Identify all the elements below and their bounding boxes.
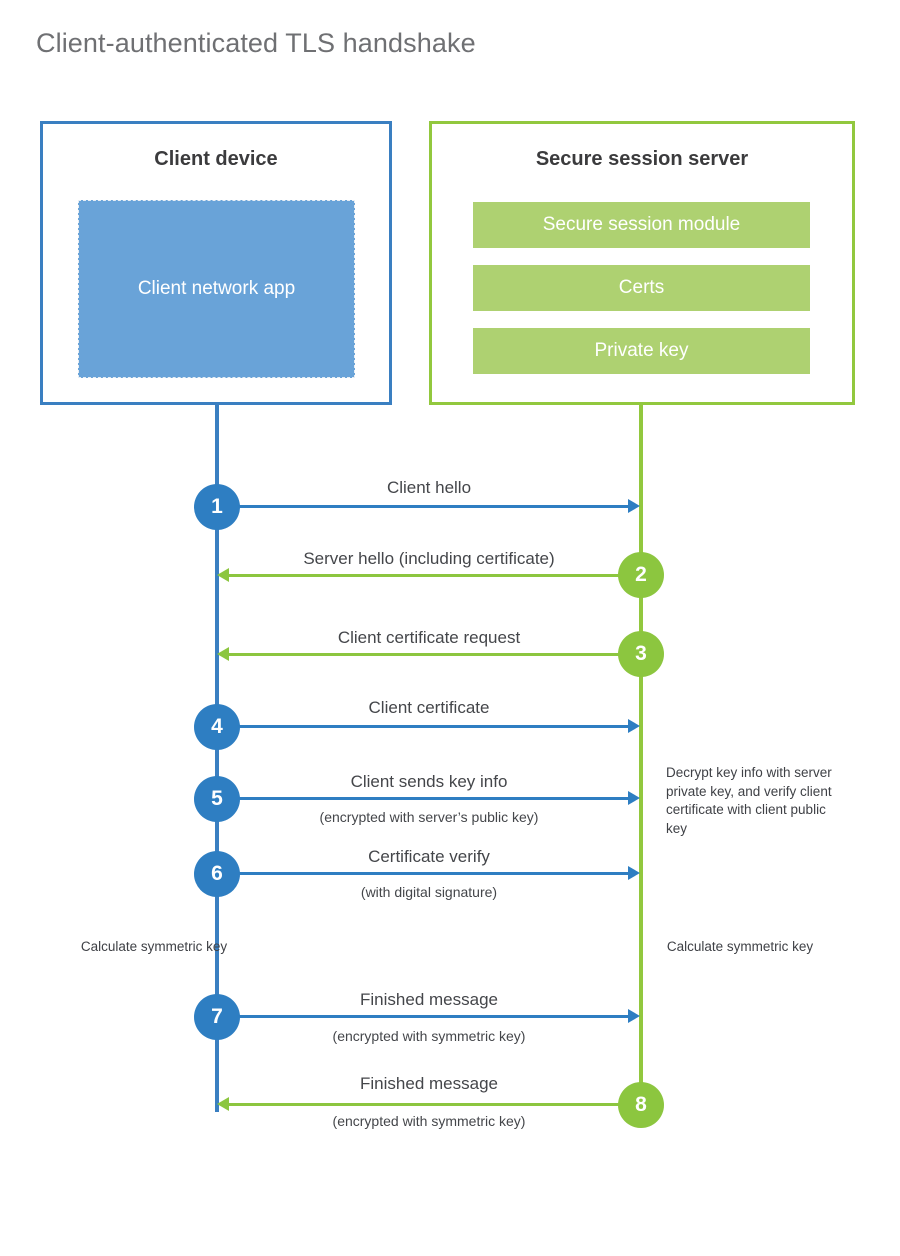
step-4-arrow-line	[217, 725, 628, 728]
step-7-arrow-line	[217, 1015, 628, 1018]
step-6-label: Certificate verify	[368, 847, 490, 866]
server-component-private-key: Private key	[473, 328, 810, 374]
step-6-badge[interactable]: 6	[194, 851, 240, 897]
step-8-arrow-line	[229, 1103, 641, 1106]
step-5-arrow-head	[628, 791, 640, 805]
step-3-arrow-head	[217, 647, 229, 661]
step-8-badge[interactable]: 8	[618, 1082, 664, 1128]
step-6-sublabel: (with digital signature)	[360, 884, 498, 900]
server-component-certs: Certs	[473, 265, 810, 311]
step-5-label: Client sends key info	[350, 772, 508, 791]
step-6-arrow-line	[217, 872, 628, 875]
step-2-arrow-line	[229, 574, 641, 577]
step-4-arrow-head	[628, 719, 640, 733]
step-1-arrow-head	[628, 499, 640, 513]
step-8-sublabel: (encrypted with symmetric key)	[332, 1113, 526, 1129]
step-2-arrow-head	[217, 568, 229, 582]
step-7-sublabel: (encrypted with symmetric key)	[332, 1028, 526, 1044]
step-4-badge[interactable]: 4	[194, 704, 240, 750]
client-lifeline	[215, 402, 219, 1112]
step-3-badge[interactable]: 3	[618, 631, 664, 677]
step-1-label: Client hello	[386, 478, 472, 497]
page-title: Client-authenticated TLS handshake	[36, 28, 476, 58]
step-8-arrow-head	[217, 1097, 229, 1111]
step-2-label: Server hello (including certificate)	[303, 549, 555, 568]
step-3-arrow-line	[229, 653, 641, 656]
step-6-arrow-head	[628, 866, 640, 880]
step-7-label: Finished message	[360, 990, 498, 1009]
step-5-arrow-line	[217, 797, 628, 800]
step-5-badge[interactable]: 5	[194, 776, 240, 822]
server-component-secure-session-module: Secure session module	[473, 202, 810, 248]
step-1-badge[interactable]: 1	[194, 484, 240, 530]
client-calculate-symmetric-key-note: Calculate symmetric key	[80, 939, 228, 954]
step-3-label: Client certificate request	[337, 628, 521, 647]
client-device-title: Client device	[154, 148, 278, 170]
step-1-arrow-line	[217, 505, 628, 508]
step-4-label: Client certificate	[368, 698, 490, 717]
secure-session-server-title: Secure session server	[535, 148, 749, 170]
client-network-app-block: Client network app	[78, 200, 355, 378]
server-calculate-symmetric-key-note: Calculate symmetric key	[666, 939, 814, 954]
server-lifeline	[639, 402, 643, 1105]
step-5-sublabel: (encrypted with server’s public key)	[319, 809, 539, 825]
step-7-arrow-head	[628, 1009, 640, 1023]
step-8-label: Finished message	[360, 1074, 498, 1093]
step-7-badge[interactable]: 7	[194, 994, 240, 1040]
client-device-box: Client device Client network app	[40, 121, 392, 405]
step-2-badge[interactable]: 2	[618, 552, 664, 598]
secure-session-server-box: Secure session server Secure session mod…	[429, 121, 855, 405]
server-decrypt-note: Decrypt key info with server private key…	[666, 765, 832, 836]
